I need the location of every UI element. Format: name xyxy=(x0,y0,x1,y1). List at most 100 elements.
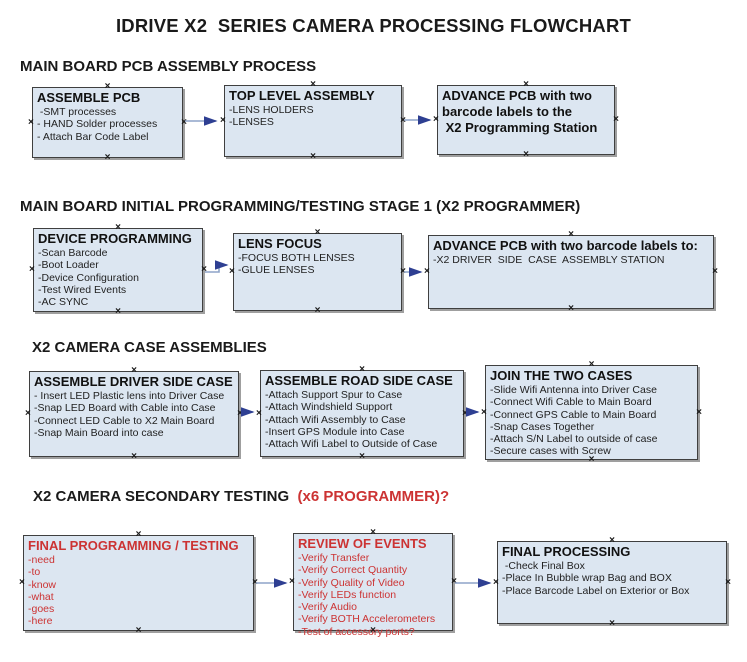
anchor-x-icon: × xyxy=(523,149,529,160)
box-item: -Insert GPS Module into Case xyxy=(265,425,405,438)
box-item: -Verify BOTH Accelerometers xyxy=(298,613,436,626)
anchor-x-icon: × xyxy=(28,116,34,128)
box-item: -Test Wired Events xyxy=(38,283,127,296)
anchor-x-icon: × xyxy=(314,305,321,316)
anchor-x-icon: × xyxy=(181,116,187,128)
box-item: -Device Configuration xyxy=(38,271,139,284)
anchor-x-icon: × xyxy=(451,576,457,587)
anchor-x-icon: × xyxy=(237,408,243,419)
box-item: -goes xyxy=(28,603,55,616)
anchor-x-icon: × xyxy=(29,264,35,275)
box-title: ADVANCE PCB with two barcode labels to t… xyxy=(442,88,598,135)
box-item: - Attach Bar Code Label xyxy=(37,130,149,143)
flow-box-device-programming: DEVICE PROGRAMMING -Scan Barcode-Boot Lo… xyxy=(29,223,207,317)
box-item: -LENS HOLDERS xyxy=(229,104,314,116)
anchor-x-icon: × xyxy=(115,306,121,317)
box-title: JOIN THE TWO CASES xyxy=(490,368,633,383)
anchor-x-icon: × xyxy=(725,576,731,588)
box-item: -what xyxy=(28,590,54,603)
box-title: ADVANCE PCB with two barcode labels to: xyxy=(433,238,698,253)
box-items: -FOCUS BOTH LENSES-GLUE LENSES xyxy=(238,252,397,277)
section-heading-secondary-testing: X2 CAMERA SECONDARY TESTING (x6 PROGRAMM… xyxy=(33,488,449,505)
flow-box-assemble-pcb: ASSEMBLE PCB -SMT processes- HAND Solder… xyxy=(28,82,187,163)
anchor-x-icon: × xyxy=(359,451,365,462)
anchor-x-icon: × xyxy=(481,406,487,418)
anchor-x-icon: × xyxy=(462,407,468,419)
box-item: -Attach Support Spur to Case xyxy=(265,389,403,401)
flow-box-join-the-two-cases: JOIN THE TWO CASES -Slide Wifi Antenna i… xyxy=(481,360,702,465)
box-title: LENS FOCUS xyxy=(238,236,322,251)
box-title: TOP LEVEL ASSEMBLY xyxy=(229,88,375,103)
anchor-x-icon: × xyxy=(289,576,295,587)
box-title: DEVICE PROGRAMMING xyxy=(38,231,192,246)
box-items: -Slide Wifi Antenna into Driver Case-Con… xyxy=(490,384,693,458)
anchor-x-icon: × xyxy=(252,577,258,588)
anchor-x-icon: × xyxy=(424,266,430,277)
flow-box-lens-focus: LENS FOCUS -FOCUS BOTH LENSES-GLUE LENSE… xyxy=(229,228,406,316)
box-items: - Insert LED Plastic lens into Driver Ca… xyxy=(34,390,234,439)
box-item: -Snap LED Board with Cable into Case xyxy=(34,402,216,415)
anchor-x-icon: × xyxy=(613,114,619,125)
box-title: ASSEMBLE ROAD SIDE CASE xyxy=(265,373,453,388)
box-item: -Attach Wifi Assembly to Case xyxy=(265,413,406,426)
flow-box-top-level-assembly: TOP LEVEL ASSEMBLY -LENS HOLDERS-LENSES … xyxy=(220,80,406,162)
box-items: -X2 DRIVER SIDE CASE ASSEMBLY STATION xyxy=(433,254,709,266)
box-item: -Verify LEDs function xyxy=(298,588,397,601)
box-item: -Place Barcode Label on Exterior or Box xyxy=(502,584,690,597)
flow-box-review-of-events: REVIEW OF EVENTS -Verify Transfer-Verify… xyxy=(289,528,457,638)
box-item: -Connect Wifi Cable to Main Board xyxy=(490,396,652,409)
anchor-x-icon: × xyxy=(400,266,406,277)
connector-arrow-3 xyxy=(205,260,229,273)
anchor-x-icon: × xyxy=(131,451,137,462)
anchor-x-icon: × xyxy=(433,114,439,125)
box-item: -Attach Windshield Support xyxy=(265,401,393,414)
flow-box-advance-pcb-driver-side: ADVANCE PCB with two barcode labels to: … xyxy=(424,230,718,314)
section-heading-secondary-testing-black: X2 CAMERA SECONDARY TESTING xyxy=(33,488,298,505)
box-title: ASSEMBLE DRIVER SIDE CASE xyxy=(34,374,233,389)
box-item: -Check Final Box xyxy=(502,560,585,572)
anchor-x-icon: × xyxy=(220,115,226,126)
box-items: -Verify Transfer-Verify Correct Quantity… xyxy=(298,552,448,638)
box-item: -Verify Correct Quantity xyxy=(298,564,408,577)
box-item: -Boot Loader xyxy=(38,259,99,272)
anchor-x-icon: × xyxy=(568,303,574,314)
box-items: -Attach Support Spur to Case-Attach Wind… xyxy=(265,389,459,450)
flow-box-final-processing: FINAL PROCESSING -Check Final Box-Place … xyxy=(493,536,731,629)
box-items: -SMT processes- HAND Solder processes- A… xyxy=(37,106,178,143)
box-item: -Verify Quality of Video xyxy=(298,576,405,589)
box-title: ASSEMBLE PCB xyxy=(37,90,141,105)
flow-box-assemble-driver-side-case: ASSEMBLE DRIVER SIDE CASE - Insert LED P… xyxy=(25,366,243,462)
box-items: -need-to-know-what-goes-here xyxy=(28,554,249,628)
box-item: - Insert LED Plastic lens into Driver Ca… xyxy=(34,390,225,402)
box-item: -need xyxy=(28,554,55,566)
box-items: -Scan Barcode-Boot Loader-Device Configu… xyxy=(38,247,198,308)
box-item: -AC SYNC xyxy=(38,296,89,309)
anchor-x-icon: × xyxy=(609,618,615,629)
box-item: -LENSES xyxy=(229,116,274,129)
section-heading-pcb-assembly: MAIN BOARD PCB ASSEMBLY PROCESS xyxy=(20,58,317,75)
anchor-x-icon: × xyxy=(25,408,31,419)
box-item: -Test of accessory ports? xyxy=(298,625,415,638)
anchor-x-icon: × xyxy=(104,152,111,163)
flow-box-advance-pcb-programming-station: ADVANCE PCB with two barcode labels to t… xyxy=(433,80,619,160)
box-item: -GLUE LENSES xyxy=(238,264,315,277)
box-item: -Place In Bubble wrap Bag and BOX xyxy=(502,572,672,585)
box-items: -LENS HOLDERS-LENSES xyxy=(229,104,397,129)
anchor-x-icon: × xyxy=(229,266,235,277)
anchor-x-icon: × xyxy=(696,406,702,418)
box-item: -here xyxy=(28,615,53,628)
anchor-x-icon: × xyxy=(256,407,262,419)
box-title: REVIEW OF EVENTS xyxy=(298,536,427,551)
box-item: -X2 DRIVER SIDE CASE ASSEMBLY STATION xyxy=(433,254,665,266)
box-item: -to xyxy=(28,566,41,579)
flow-box-final-programming-testing: FINAL PROGRAMMING / TESTING -need-to-kno… xyxy=(19,530,258,636)
box-title: FINAL PROCESSING xyxy=(502,544,631,559)
box-item: -Secure cases with Screw xyxy=(490,445,611,458)
section-heading-secondary-testing-red: (x6 PROGRAMMER)? xyxy=(297,488,450,505)
anchor-x-icon: × xyxy=(310,151,316,162)
box-title: FINAL PROGRAMMING / TESTING xyxy=(28,538,239,553)
box-item: -Slide Wifi Antenna into Driver Case xyxy=(490,384,657,396)
box-item: -know xyxy=(28,578,57,591)
section-heading-case-assemblies: X2 CAMERA CASE ASSEMBLIES xyxy=(32,339,267,356)
